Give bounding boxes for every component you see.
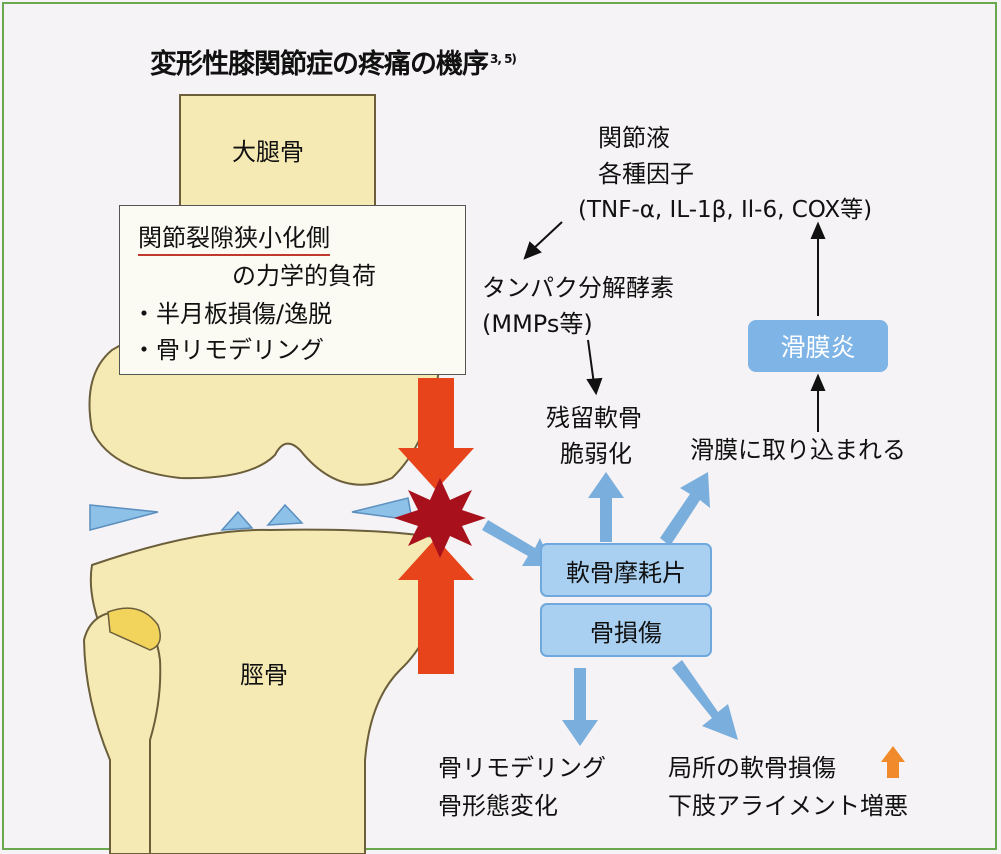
synovium-uptake-label: 滑膜に取り込まれる <box>690 436 906 464</box>
bone-remodeling-label: 骨リモデリング <box>438 754 606 782</box>
protease-label: タンパク分解酵素 <box>482 274 674 302</box>
synovial-fluid-label: 関節液 <box>598 124 670 152</box>
arrow-up-right <box>660 472 710 546</box>
force-arrowhead-up <box>398 538 474 580</box>
mmps-label: (MMPs等) <box>482 310 593 338</box>
arrow-down-right <box>672 660 738 740</box>
bone-shape-change-label: 骨形態変化 <box>438 792 558 820</box>
force-bar-upper <box>418 378 454 450</box>
black-arrows <box>523 221 826 432</box>
arrow-to-debris <box>482 520 552 566</box>
synovitis-box: 滑膜炎 <box>748 320 888 372</box>
box-item-remodeling: ・骨リモデリング <box>132 336 324 364</box>
force-bar-lower <box>418 580 454 674</box>
title-text: 変形性膝関節症の疼痛の機序 <box>150 49 489 80</box>
meniscus-fragment-2 <box>266 503 304 526</box>
flow-arrows <box>482 472 738 746</box>
box-item-meniscus: ・半月板損傷/逸脱 <box>132 300 333 328</box>
factors-list: (TNF-α, IL-1β, Il-6, COX等) <box>578 197 873 223</box>
mechanical-load-box: 関節裂隙狭小化側 の力学的負荷 ・半月板損傷/逸脱 ・骨リモデリング <box>119 205 466 375</box>
arrow-down-left <box>562 668 598 746</box>
tibia-label: 脛骨 <box>240 661 288 689</box>
residual-cartilage-label: 残留軟骨 <box>546 404 642 432</box>
meniscus-fragment-1 <box>220 510 254 531</box>
arrow-up-left <box>588 472 624 542</box>
force-arrowhead-down <box>398 448 474 490</box>
fragility-label: 脆弱化 <box>560 440 632 468</box>
impact-burst <box>394 478 486 558</box>
debris-box: 軟骨摩耗片 <box>540 543 712 597</box>
meniscus-left <box>89 504 159 531</box>
box-subheading: の力学的負荷 <box>232 262 376 290</box>
femur-label: 大腿骨 <box>232 138 304 166</box>
local-cartilage-damage-label: 局所の軟骨損傷 <box>668 754 836 782</box>
fibula-head <box>107 607 161 651</box>
meniscus-right <box>351 497 413 521</box>
bone-damage-box: 骨損傷 <box>540 603 712 657</box>
up-arrow-icon-2 <box>881 746 905 778</box>
factors-label: 各種因子 <box>598 160 694 188</box>
title-reference: 3, 5) <box>490 52 517 66</box>
alignment-worsening-label: 下肢アライメント増悪 <box>668 792 908 820</box>
box-heading: 関節裂隙狭小化側 <box>138 218 330 256</box>
